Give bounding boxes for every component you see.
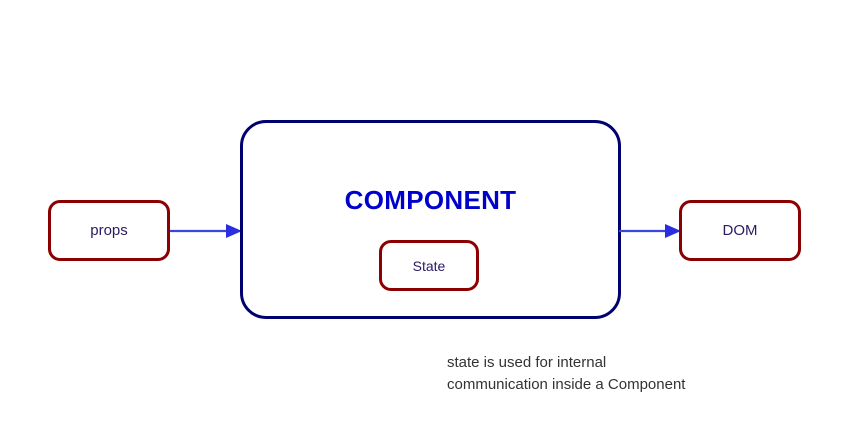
node-state[interactable]: State xyxy=(379,240,479,291)
node-state-label: State xyxy=(412,257,446,274)
node-props[interactable]: props xyxy=(48,200,170,261)
node-component-title: COMPONENT xyxy=(344,185,517,215)
diagram-caption: state is used for internal communication… xyxy=(447,354,686,393)
node-dom-label: DOM xyxy=(722,222,758,239)
arrow-component-to-dom xyxy=(619,220,681,242)
node-props-label: props xyxy=(90,222,128,239)
arrow-props-to-component xyxy=(170,220,242,242)
node-dom[interactable]: DOM xyxy=(679,200,801,261)
